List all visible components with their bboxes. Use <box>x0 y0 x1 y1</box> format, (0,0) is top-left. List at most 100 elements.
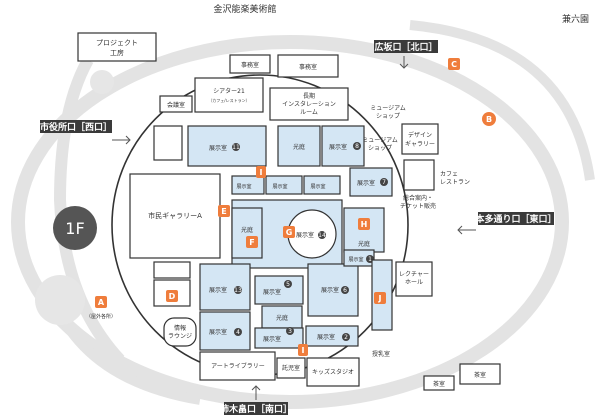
svg-text:13: 13 <box>234 287 242 294</box>
svg-text:A: A <box>98 298 105 307</box>
exhibition-room-2 <box>305 325 359 347</box>
arrow-south <box>251 385 261 400</box>
exhibition-room-6 <box>307 263 359 317</box>
svg-text:B: B <box>486 115 492 124</box>
exh-6-number: 6 <box>341 286 349 294</box>
gallery-a-label: 市民ギャラリーA <box>148 211 202 220</box>
badge-f[interactable]: F <box>246 236 258 248</box>
floor-indicator <box>53 206 97 250</box>
svg-text:F: F <box>249 238 254 247</box>
exhibition-room-5 <box>254 275 304 305</box>
room-office-1 <box>229 54 271 74</box>
exh-13-label: 展示室 <box>209 286 227 294</box>
kids-studio-label: キッズスタジオ <box>312 368 354 376</box>
svg-text:7: 7 <box>382 179 386 186</box>
lecture-label-1: レクチャー <box>399 271 429 278</box>
childcare-label: 託児室 <box>282 364 300 372</box>
room-office-2-label: 事務室 <box>299 63 317 71</box>
entrance-east-label: 本多通り口［東口］ <box>475 213 556 225</box>
exh-3-label: 展示室 <box>263 335 281 343</box>
svg-text:1: 1 <box>368 256 372 263</box>
floor-indicator-label: 1F <box>65 219 84 238</box>
room-office-2 <box>277 54 339 78</box>
exh-5-label: 展示室 <box>263 288 281 296</box>
room-gallery-a <box>129 173 221 259</box>
exh-12-label: 展示室 <box>236 183 251 190</box>
svg-text:J: J <box>378 294 382 303</box>
lawn-shape-northwest <box>90 70 114 94</box>
badge-g[interactable]: G <box>283 226 295 238</box>
exh-3-number: 3 <box>286 327 294 335</box>
exhibition-room-12 <box>231 175 265 195</box>
exh-13-number: 13 <box>234 286 242 294</box>
courtyard-north <box>277 125 321 167</box>
entrance-east[interactable]: 本多通り口［東口］ <box>475 212 557 225</box>
exh-4-label: 展示室 <box>209 328 227 336</box>
room-toilet-west <box>153 261 191 279</box>
courtyard-west <box>231 207 263 259</box>
art-library-label: アートライブラリー <box>211 362 265 370</box>
svg-text:I: I <box>260 168 263 177</box>
exh-6-label: 展示室 <box>321 286 339 294</box>
badge-i-south[interactable]: I <box>298 344 308 356</box>
museum-shop-label-1: ミュージアム <box>370 105 405 112</box>
svg-text:G: G <box>286 228 293 237</box>
kenrokuen-label: 兼六園 <box>562 13 589 25</box>
room-long-install <box>269 87 349 121</box>
svg-text:E: E <box>221 207 226 216</box>
room-meeting-label: 会議室 <box>167 101 185 109</box>
exh-1-label: 展示室 <box>348 256 363 263</box>
room-kids-studio <box>306 357 360 387</box>
cafe-label-2: レストラン <box>440 179 470 186</box>
svg-text:5: 5 <box>286 281 290 288</box>
badge-d[interactable]: D <box>166 290 178 302</box>
badge-b[interactable]: B <box>482 112 496 126</box>
design-gallery-label-2: ギャラリー <box>405 141 435 148</box>
exh-4-number: 4 <box>234 328 242 336</box>
room-long-install-label-1: 長期 <box>303 92 315 100</box>
outer-path-ring <box>11 35 569 409</box>
badge-j[interactable]: J <box>374 292 386 304</box>
exh-14-label: 展示室 <box>296 231 314 239</box>
outer-path-curve-west <box>53 57 125 365</box>
exhibition-room-11 <box>187 125 267 167</box>
entrance-north[interactable]: 広坂口［北口］ <box>374 40 438 53</box>
exh-11-label: 展示室 <box>209 144 227 152</box>
badge-h[interactable]: H <box>358 218 370 230</box>
exh-7-label: 展示室 <box>357 179 375 187</box>
svg-text:6: 6 <box>343 287 347 294</box>
svg-text:D: D <box>169 292 176 301</box>
badge-e[interactable]: E <box>218 205 230 217</box>
room-design-gallery <box>401 123 439 155</box>
badge-i-north[interactable]: I <box>256 166 266 178</box>
exh-5-number: 5 <box>284 280 292 288</box>
room-tea-2 <box>459 363 501 385</box>
arrow-north <box>399 56 409 69</box>
entrance-south[interactable]: 柿木畠口［南口］ <box>220 402 292 415</box>
svg-text:3: 3 <box>288 328 292 335</box>
exh-9-label: 展示室 <box>310 183 325 190</box>
exh-2-number: 2 <box>342 333 350 341</box>
svg-text:14: 14 <box>318 232 326 239</box>
courtyard-west-label: 光庭 <box>241 226 253 234</box>
badge-a[interactable]: A <box>95 296 107 308</box>
room-long-install-label-2: インスタレーション <box>282 100 336 108</box>
room-west-stairs <box>153 125 183 161</box>
museum-shop2-label-1: ミュージアム <box>362 137 397 144</box>
exhibition-room-13 <box>199 263 251 311</box>
badge-c[interactable]: C <box>448 58 460 70</box>
room-project-label: プロジェクト <box>96 39 138 47</box>
room-lecture-hall <box>395 261 433 297</box>
entrance-west[interactable]: 市役所口［西口］ <box>40 120 112 133</box>
exh-14-number: 14 <box>318 231 326 239</box>
room-info-lounge <box>163 317 197 347</box>
room-office-1-label: 事務室 <box>241 61 259 69</box>
room-theater-label: シアター21 <box>213 87 245 95</box>
cafe-label-1: カフェ <box>440 171 458 178</box>
lawn-shape-west <box>35 275 85 325</box>
room-tea-1 <box>423 375 455 391</box>
courtyard-north-label: 光庭 <box>293 143 305 151</box>
exhibition-room-10 <box>265 175 303 195</box>
design-gallery-label-1: デザイン <box>408 131 432 139</box>
